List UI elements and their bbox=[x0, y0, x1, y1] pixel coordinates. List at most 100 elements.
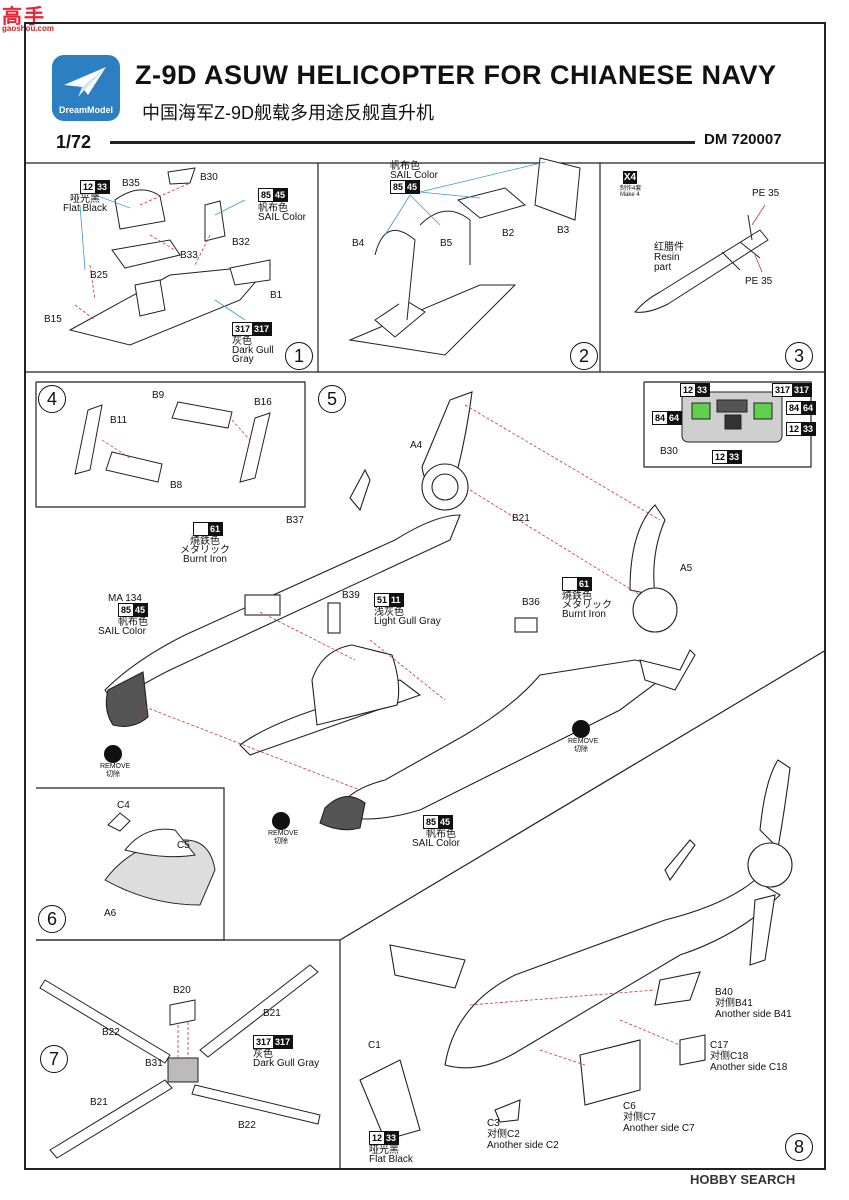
step-4-number: 4 bbox=[38, 385, 66, 413]
ma-en: SAIL Color bbox=[98, 626, 146, 637]
part-a4: A4 bbox=[410, 440, 423, 451]
make-count-en: Make 4 bbox=[620, 192, 640, 198]
header-rule bbox=[110, 141, 695, 144]
part-b5: B5 bbox=[440, 238, 453, 249]
panel-label: B30 bbox=[660, 446, 678, 457]
part-c6-en: Another side C7 bbox=[623, 1123, 695, 1134]
resin-en2: part bbox=[654, 262, 672, 273]
part-b39: B39 bbox=[342, 590, 360, 601]
part-b4: B4 bbox=[352, 238, 365, 249]
part-c1: C1 bbox=[368, 1040, 381, 1051]
part-b36: B36 bbox=[522, 597, 540, 608]
step-8-number: 8 bbox=[785, 1133, 813, 1161]
s2-sail-en: SAIL Color bbox=[390, 170, 438, 181]
step-5-number: 5 bbox=[318, 385, 346, 413]
sail2-zh: 帆布色 bbox=[426, 829, 456, 840]
pe-35-bottom: PE 35 bbox=[745, 276, 773, 287]
watermark-chars: 高手 bbox=[2, 4, 46, 28]
step-2-number: 2 bbox=[570, 342, 598, 370]
part-a5: A5 bbox=[680, 563, 693, 574]
part-c3-zh: 对侧C2 bbox=[487, 1129, 520, 1140]
pe-35-top: PE 35 bbox=[752, 188, 780, 199]
footer-watermark: HOBBY SEARCH bbox=[690, 1172, 796, 1187]
watermark-url: gaoshou.com bbox=[2, 24, 55, 33]
s2-sail-zh: 帆布色 bbox=[390, 161, 420, 172]
part-b22-bottom: B22 bbox=[238, 1120, 256, 1131]
part-c3-en: Another side C2 bbox=[487, 1140, 559, 1151]
watermark: 高手 gaoshou.com bbox=[2, 0, 72, 33]
part-c3: C3 bbox=[487, 1118, 500, 1129]
burnt-iron-1-en: Burnt Iron bbox=[183, 554, 227, 565]
part-b33: B33 bbox=[180, 250, 198, 261]
burnt-iron-badge-2: 61 bbox=[562, 577, 593, 591]
part-b35: B35 bbox=[122, 178, 140, 189]
knife-icon bbox=[572, 720, 590, 738]
part-c17: C17 bbox=[710, 1040, 729, 1051]
sail-zh: 帆布色 bbox=[258, 203, 288, 214]
scale-label: 1/72 bbox=[56, 132, 92, 152]
product-code: DM 720007 bbox=[704, 131, 782, 148]
logo-text: DreamModel bbox=[58, 105, 113, 115]
part-b37: B37 bbox=[286, 515, 304, 526]
light-gull-en: Light Gull Gray bbox=[374, 616, 441, 627]
sail-en: SAIL Color bbox=[258, 212, 306, 223]
ma-134: MA 134 bbox=[108, 593, 142, 604]
part-c5: C5 bbox=[177, 840, 190, 851]
part-b21-top: B21 bbox=[263, 1008, 281, 1019]
make-count-zh: 制作4套 bbox=[620, 186, 642, 192]
s8-flat-black-en: Flat Black bbox=[369, 1154, 413, 1165]
burnt-iron-1-zh: 燒鉄色 bbox=[190, 536, 220, 547]
part-b15: B15 bbox=[44, 314, 62, 325]
s8-flat-black-zh: 哑光黑 bbox=[369, 1145, 399, 1156]
dreammodel-logo: DreamModel bbox=[52, 55, 120, 121]
part-b9: B9 bbox=[152, 390, 165, 401]
part-b16: B16 bbox=[254, 397, 272, 408]
part-b2: B2 bbox=[502, 228, 515, 239]
page-title: Z-9D ASUW HELICOPTER FOR CHIANESE NAVY bbox=[135, 60, 777, 90]
part-c6-zh: 对侧C7 bbox=[623, 1112, 656, 1123]
part-c4: C4 bbox=[117, 800, 130, 811]
gull-en2: Gray bbox=[232, 354, 254, 365]
rotor-gull-zh: 灰色 bbox=[253, 1049, 273, 1060]
resin-zh: 红腊件 bbox=[654, 242, 684, 253]
light-gull-zh: 浅灰色 bbox=[374, 607, 404, 618]
burnt-iron-badge-1: 61 bbox=[193, 522, 224, 536]
burnt-iron-2-jp: メタリック bbox=[562, 600, 612, 611]
step-3-number: 3 bbox=[785, 342, 813, 370]
part-b1: B1 bbox=[270, 290, 283, 301]
part-b40: B40 bbox=[715, 987, 733, 998]
step-6-number: 6 bbox=[38, 905, 66, 933]
step-1-number: 1 bbox=[285, 342, 313, 370]
knife-icon bbox=[104, 745, 122, 763]
part-b3: B3 bbox=[557, 225, 570, 236]
ma-zh: 帆布色 bbox=[118, 617, 148, 628]
make-count-badge: X4 bbox=[623, 171, 637, 184]
gull-en1: Dark Gull bbox=[232, 345, 274, 356]
part-b30: B30 bbox=[200, 172, 218, 183]
part-a6: A6 bbox=[104, 908, 117, 919]
part-b32: B32 bbox=[232, 237, 250, 248]
instruction-sheet bbox=[24, 22, 826, 1170]
part-b11: B11 bbox=[110, 415, 128, 426]
knife-icon bbox=[272, 812, 290, 830]
sail2-en: SAIL Color bbox=[412, 838, 460, 849]
burnt-iron-2-zh: 燒鉄色 bbox=[562, 591, 592, 602]
part-b40-zh: 对侧B41 bbox=[715, 998, 753, 1009]
part-b20: B20 bbox=[173, 985, 191, 996]
part-b22-top: B22 bbox=[102, 1027, 120, 1038]
paper-plane-icon bbox=[64, 67, 106, 97]
